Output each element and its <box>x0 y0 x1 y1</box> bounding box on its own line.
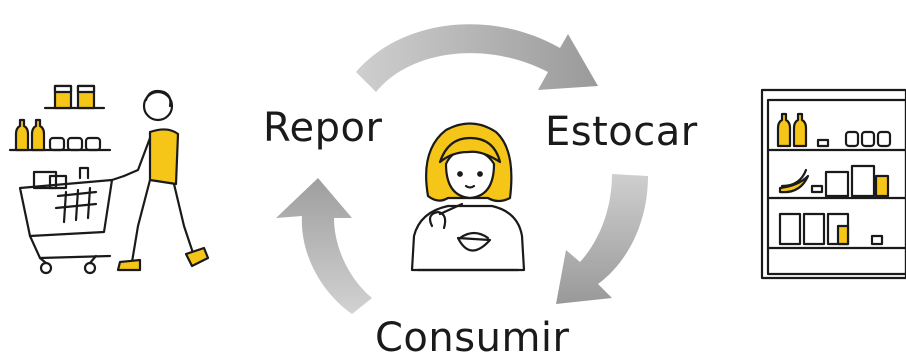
arrow-right <box>556 174 648 304</box>
arrow-top <box>356 24 598 92</box>
shopper-with-cart-icon <box>8 84 210 275</box>
girl-eating-icon <box>410 122 526 272</box>
step-label-repor: Repor <box>263 105 383 151</box>
stocked-shelf-icon <box>760 88 906 280</box>
step-label-consumir: Consumir <box>375 315 570 361</box>
step-label-estocar: Estocar <box>545 109 698 155</box>
arrow-left <box>276 178 372 314</box>
